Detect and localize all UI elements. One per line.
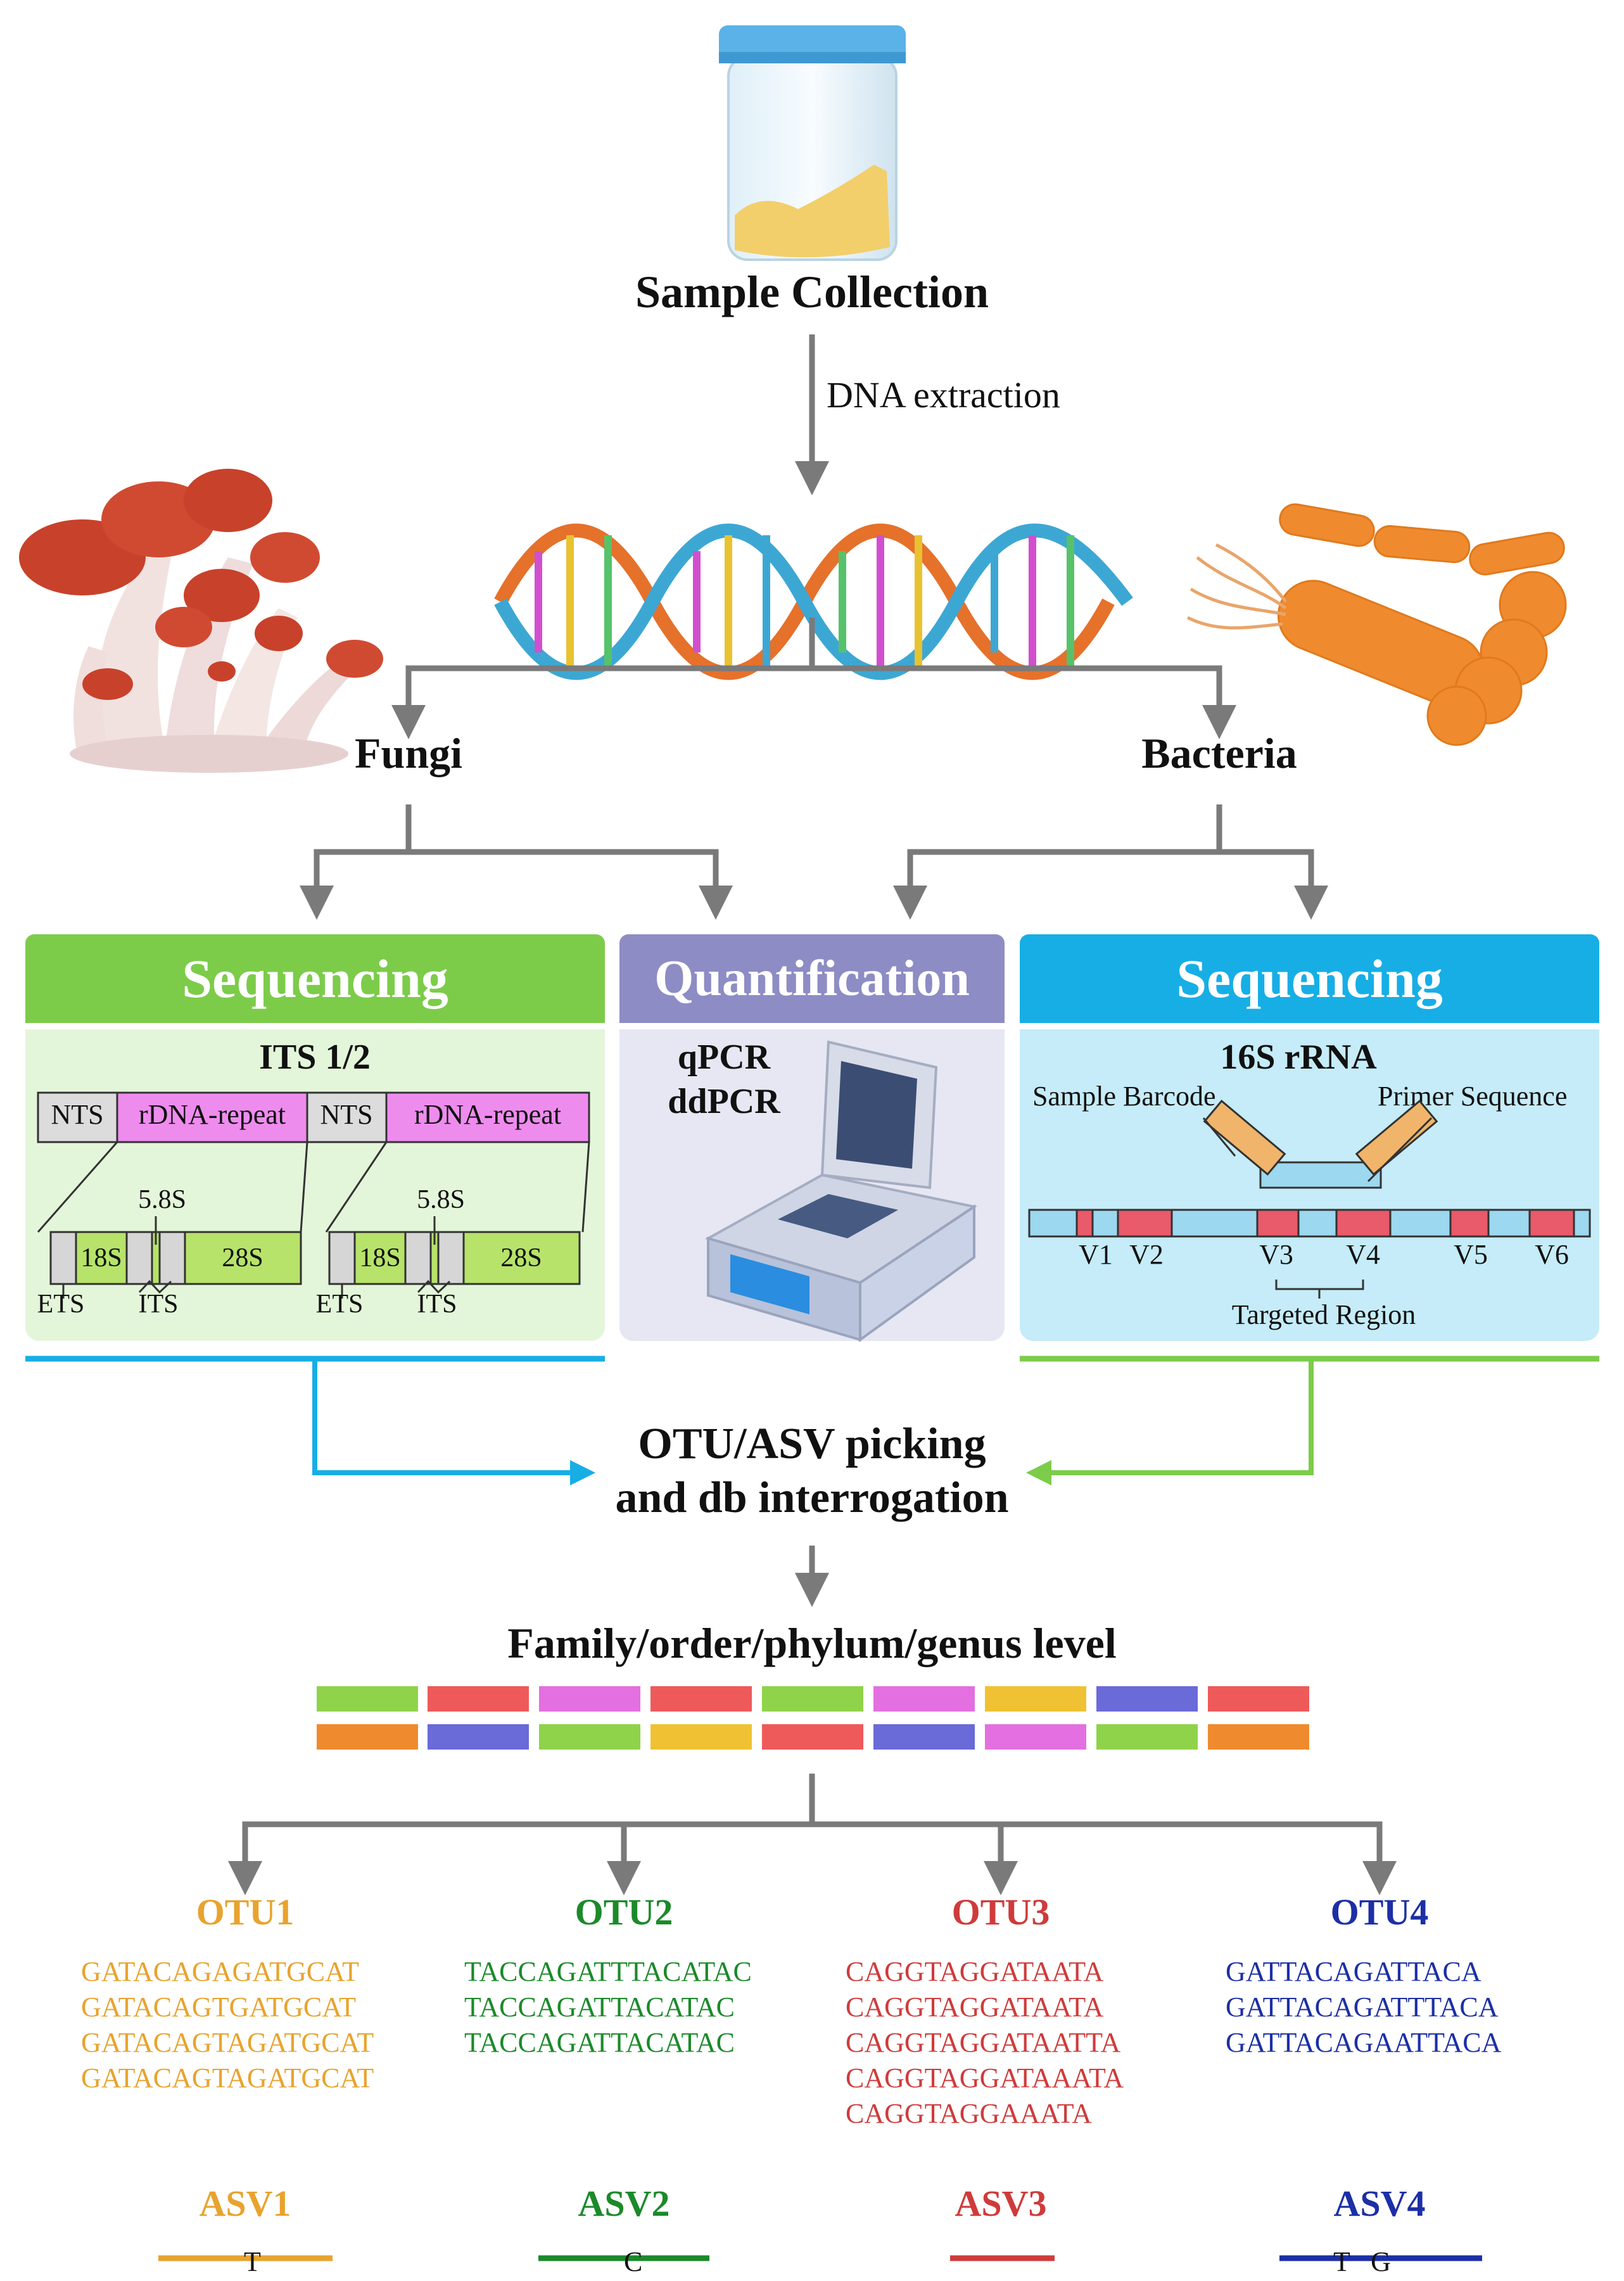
16s-gene-diagram bbox=[1028, 1100, 1591, 1299]
fungi-label: Fungi bbox=[354, 729, 463, 777]
asv-2-variant: C bbox=[624, 2246, 643, 2277]
otu-branch-arrows bbox=[228, 1774, 1397, 1895]
otu-4-sequence: GATTACAGAATTACA bbox=[1226, 2027, 1502, 2058]
otu-1-sequence: GATACAGTGATGCAT bbox=[81, 1992, 357, 2023]
s58-label-1: 5.8S bbox=[138, 1185, 186, 1214]
its-gene-diagram bbox=[37, 1091, 590, 1299]
bacteria-branch-arrows bbox=[893, 804, 1328, 920]
nts-label-1: NTS bbox=[51, 1099, 104, 1130]
otu-picking-line2: and db interrogation bbox=[615, 1473, 1009, 1522]
v4-label: V4 bbox=[1346, 1239, 1380, 1270]
otu-title-2: OTU2 bbox=[574, 1891, 673, 1933]
fungi-sequencing-header: Sequencing bbox=[25, 934, 605, 1023]
branch-arrows-top bbox=[391, 618, 1236, 739]
asv-1-variant: T bbox=[244, 2246, 261, 2277]
16s-title: 16S rRNA bbox=[1220, 1038, 1377, 1077]
v3-label: V3 bbox=[1259, 1239, 1293, 1270]
ddpcr-label: ddPCR bbox=[668, 1082, 780, 1121]
taxonomy-color-bars bbox=[317, 1686, 1309, 1750]
bacteria-to-otu-arrow bbox=[1026, 1359, 1314, 1485]
sample-collection-label: Sample Collection bbox=[635, 267, 989, 317]
targeted-region-label: Targeted Region bbox=[1231, 1299, 1416, 1330]
otu-4-sequence: GATTACAGATTACA bbox=[1226, 1956, 1481, 1987]
dna-helix-icon bbox=[494, 523, 1133, 680]
v5-label: V5 bbox=[1454, 1239, 1488, 1270]
s18-label-1: 18S bbox=[80, 1243, 122, 1273]
otu-title-1: OTU1 bbox=[196, 1891, 295, 1933]
asv-title-4: ASV4 bbox=[1333, 2183, 1426, 2224]
s28-label-2: 28S bbox=[500, 1243, 542, 1273]
asv-title-1: ASV1 bbox=[199, 2183, 291, 2224]
otu-3-sequence: CAGGTAGGATAATA bbox=[846, 1992, 1104, 2023]
asv-title-3: ASV3 bbox=[955, 2183, 1047, 2224]
its-label-2: ITS bbox=[417, 1290, 457, 1319]
otu-2-sequence: TACCAGATTACATAC bbox=[464, 2027, 735, 2058]
sample-barcode-label: Sample Barcode bbox=[1032, 1081, 1216, 1112]
rdna-repeat-label-1: rDNA-repeat bbox=[138, 1099, 286, 1130]
quantification-body: qPCR ddPCR bbox=[619, 1029, 1005, 1342]
otu-1-sequence: GATACAGTAGATGCAT bbox=[81, 2027, 374, 2058]
otu-title-4: OTU4 bbox=[1330, 1891, 1429, 1933]
bacteria-icon bbox=[1186, 503, 1567, 746]
primer-sequence-label: Primer Sequence bbox=[1378, 1081, 1568, 1112]
otu-picking-line1: OTU/ASV picking bbox=[638, 1420, 986, 1468]
bacteria-label: Bacteria bbox=[1141, 729, 1297, 777]
pcr-machine-icon bbox=[704, 1040, 978, 1342]
otu-3-sequence: CAGGTAGGAAATA bbox=[846, 2098, 1092, 2129]
bacteria-sequencing-header: Sequencing bbox=[1020, 934, 1599, 1023]
otu-1-sequence: GATACAGAGATGCAT bbox=[81, 1956, 359, 1987]
bacteria-sequencing-body: 16S rRNA Sample Barcode Primer Sequence bbox=[1020, 1029, 1599, 1341]
otu-3-sequence: CAGGTAGGATAATTA bbox=[846, 2027, 1121, 2058]
otu-4-sequence: GATTACAGATTTACA bbox=[1226, 1992, 1499, 2023]
rdna-repeat-label-2: rDNA-repeat bbox=[414, 1099, 562, 1130]
v6-label: V6 bbox=[1535, 1239, 1569, 1270]
nts-label-2: NTS bbox=[320, 1099, 373, 1130]
its-title: ITS 1/2 bbox=[259, 1038, 371, 1077]
sample-jar-icon bbox=[719, 25, 906, 261]
quantification-header: Quantification bbox=[619, 934, 1005, 1023]
dna-extraction-label: DNA extraction bbox=[827, 374, 1060, 416]
fungi-sequencing-body: ITS 1/2 bbox=[25, 1029, 605, 1341]
ets-label-1: ETS bbox=[37, 1290, 85, 1319]
v1-label: V1 bbox=[1079, 1239, 1113, 1270]
otu-2-sequence: TACCAGATTACATAC bbox=[464, 1992, 735, 2023]
qpcr-label: qPCR bbox=[677, 1038, 771, 1077]
otu-3-sequence: CAGGTAGGATAATA bbox=[846, 1956, 1104, 1987]
s28-label-1: 28S bbox=[222, 1243, 263, 1273]
s18-label-2: 18S bbox=[359, 1243, 401, 1273]
asv-title-2: ASV2 bbox=[578, 2183, 670, 2224]
quantification-panel: Quantification qPCR ddPCR bbox=[619, 934, 1005, 1342]
otu-3-sequence: CAGGTAGGATAAATA bbox=[846, 2062, 1124, 2094]
its-label-1: ITS bbox=[138, 1290, 179, 1319]
taxonomy-level-label: Family/order/phylum/genus level bbox=[507, 1619, 1117, 1667]
fungi-branch-arrows bbox=[300, 804, 733, 920]
otu-title-3: OTU3 bbox=[951, 1891, 1050, 1933]
fungi-to-otu-arrow bbox=[312, 1359, 595, 1485]
mushroom-icon bbox=[19, 469, 383, 773]
asv-4-variant: T G bbox=[1333, 2246, 1391, 2277]
bacteria-sequencing-panel: Sequencing 16S rRNA Sample Barcode Prime… bbox=[1020, 934, 1599, 1341]
v2-label: V2 bbox=[1129, 1239, 1164, 1270]
s58-label-2: 5.8S bbox=[417, 1185, 465, 1214]
otu-1-sequence: GATACAGTAGATGCAT bbox=[81, 2062, 374, 2094]
fungi-sequencing-panel: Sequencing ITS 1/2 bbox=[25, 934, 605, 1341]
otu-2-sequence: TACCAGATTTACATAC bbox=[464, 1956, 752, 1987]
ets-label-2: ETS bbox=[315, 1290, 364, 1319]
